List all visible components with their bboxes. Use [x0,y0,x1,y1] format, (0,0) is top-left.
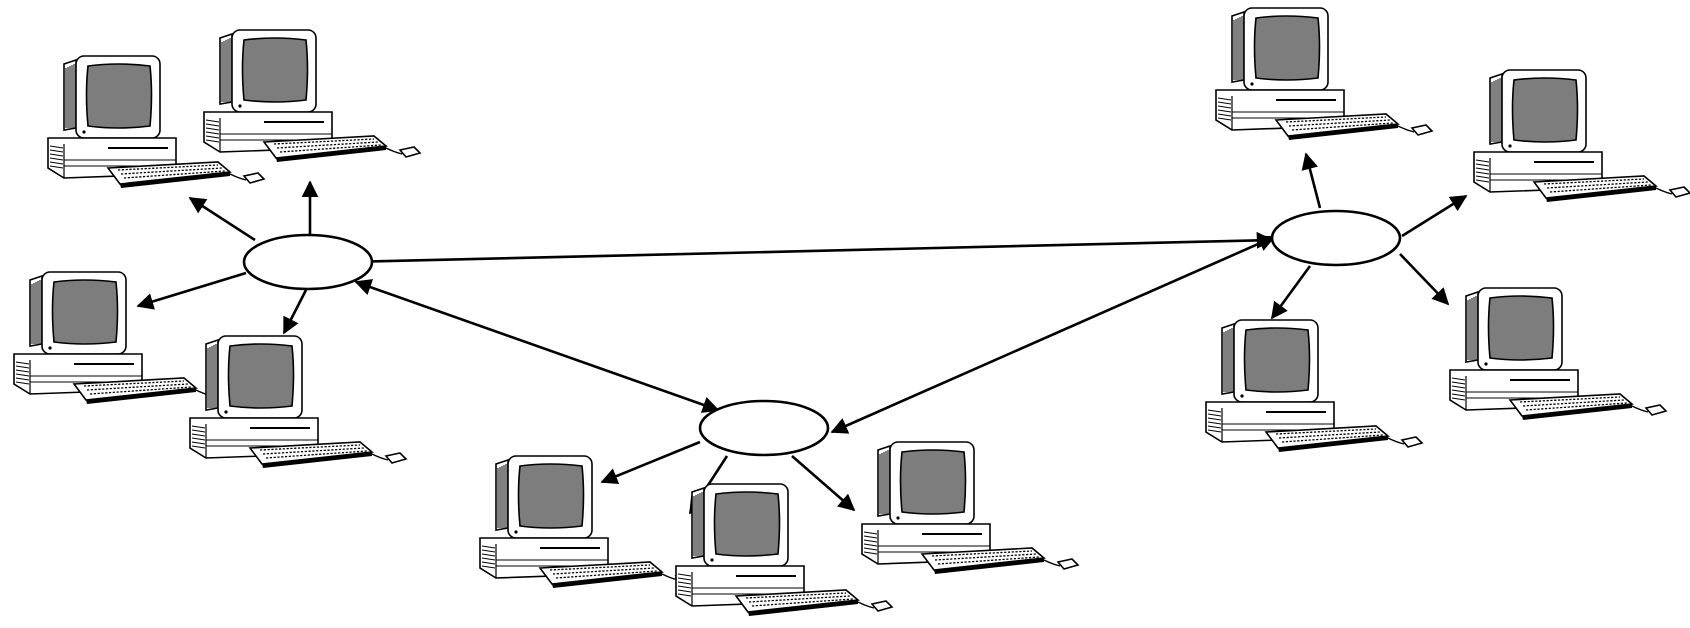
computer-right-top-left [1215,7,1433,141]
computer-center-left [479,455,697,589]
spoke-center-left [600,440,701,485]
desktop-computer-icon [189,335,407,469]
link-hub-left-hub-center [354,279,720,413]
spoke-center-right [791,455,856,512]
computer-left-mid [13,271,231,405]
computer-center-middle [675,483,893,617]
desktop-computer-icon [13,271,231,405]
spoke-right-top-right [1401,194,1468,238]
hub-center [698,399,830,457]
desktop-computer-icon [1215,7,1433,141]
desktop-computer-icon [1449,287,1667,421]
spoke-right-top-left [1301,152,1322,209]
desktop-computer-icon [203,29,421,163]
computer-right-bottom-right [1449,287,1667,421]
computer-left-bottom [189,335,407,469]
computer-center-right [861,441,1079,575]
computer-left-top [203,29,421,163]
spoke-left-top-left [188,196,256,242]
spoke-left-mid [136,271,247,310]
desktop-computer-icon [675,483,893,617]
computer-right-bottom-left [1205,319,1423,453]
spoke-right-bottom-right [1399,253,1450,306]
desktop-computer-icon [1473,69,1690,203]
spoke-right-bottom-left [1270,265,1312,320]
hub-right [1270,209,1402,267]
hub-left [242,233,374,291]
desktop-computer-icon [479,455,697,589]
link-hub-center-hub-right [830,235,1276,434]
link-hub-left-hub-right [346,231,1274,271]
desktop-computer-icon [861,441,1079,575]
desktop-computer-icon [1205,319,1423,453]
computer-right-top-right [1473,69,1690,203]
spoke-left-bottom [282,289,308,335]
